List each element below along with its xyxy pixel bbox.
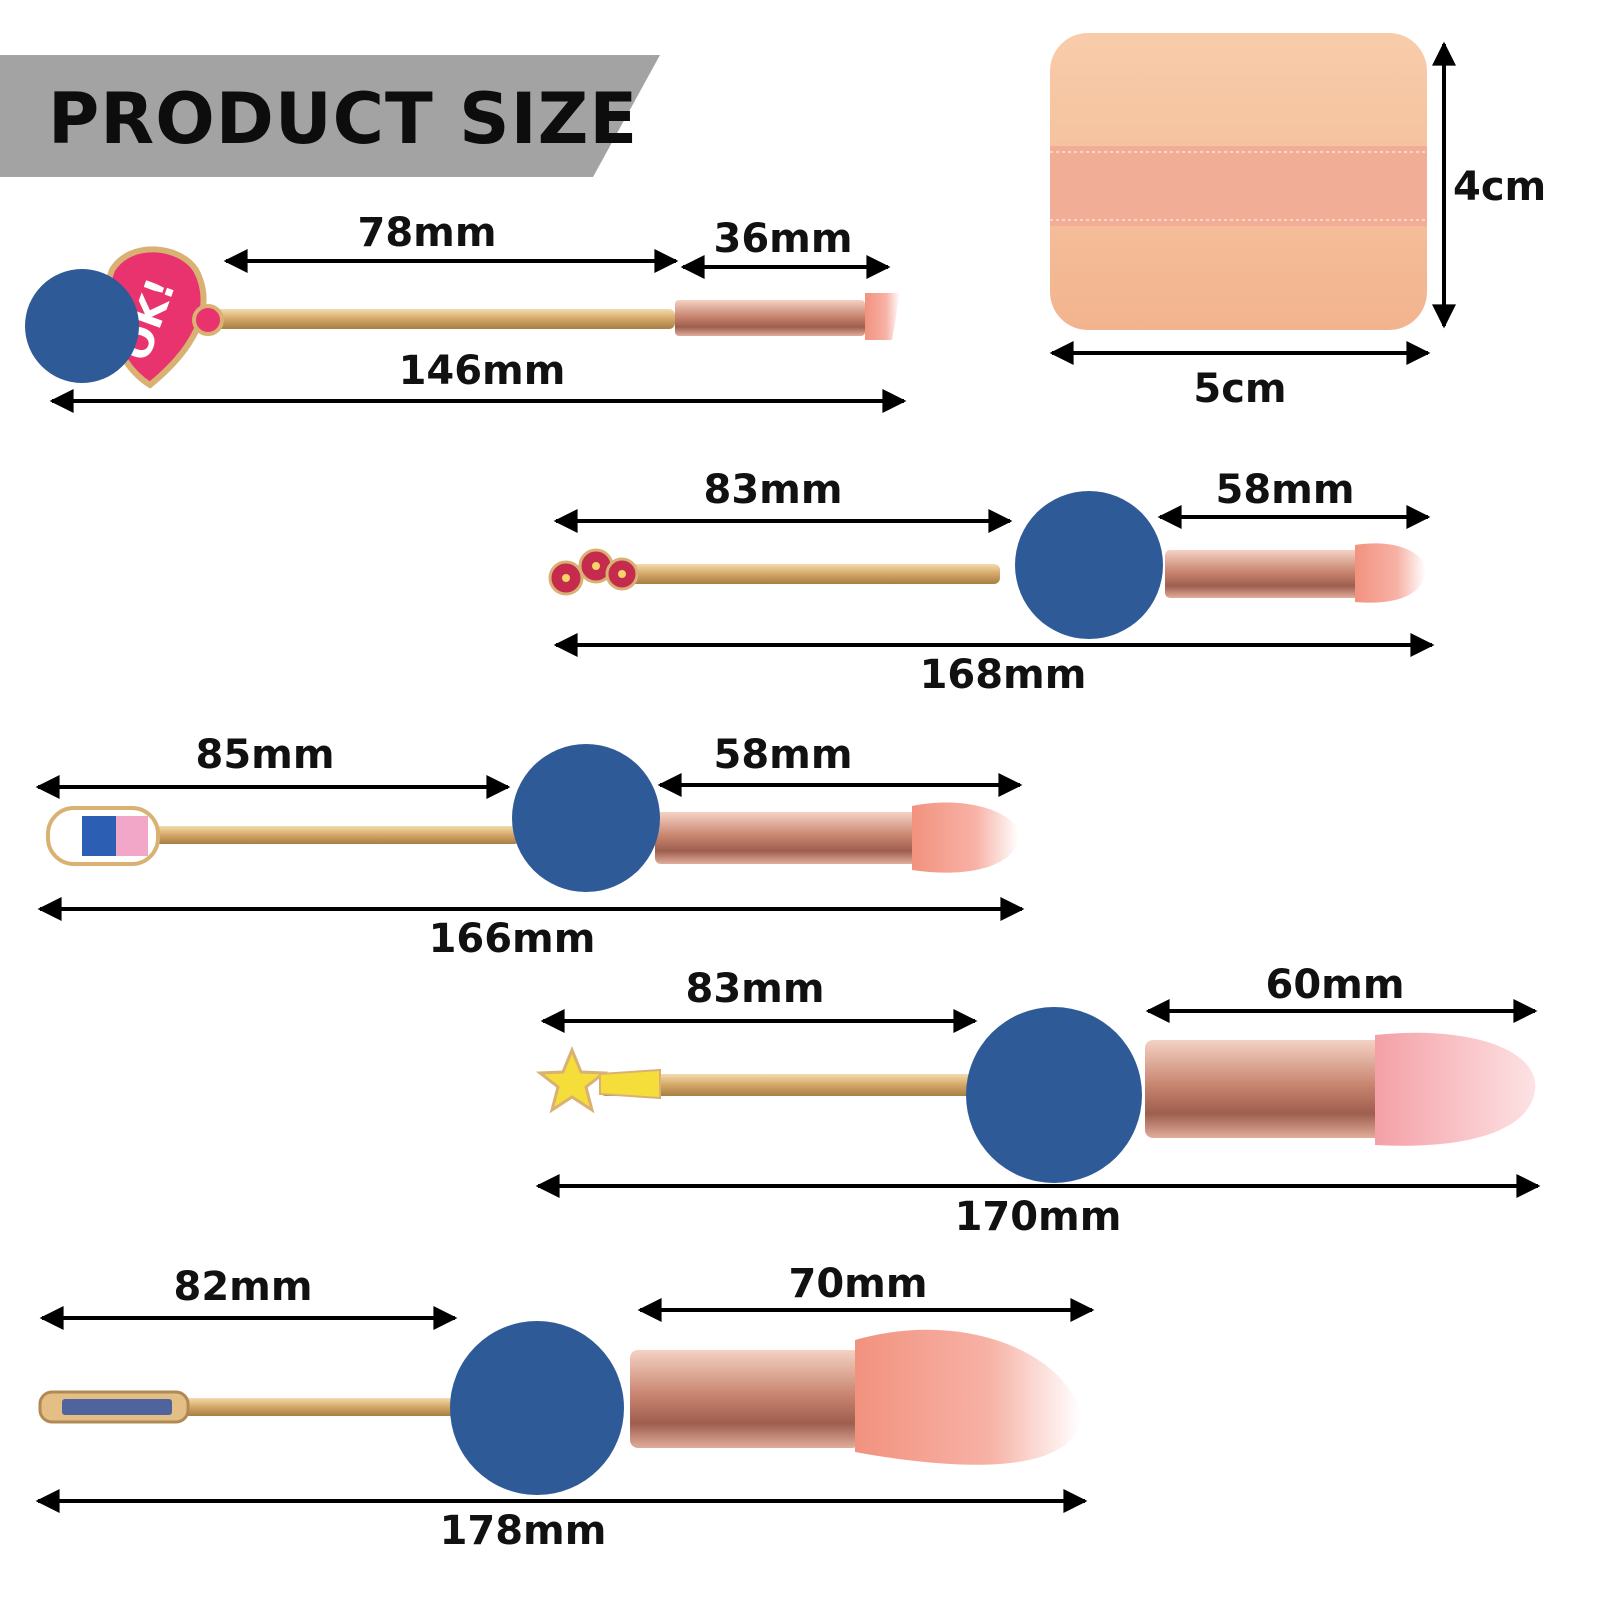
brush-bristles xyxy=(855,1329,1081,1465)
privacy-dot xyxy=(1015,491,1163,639)
brush-bristles xyxy=(1375,1032,1536,1146)
title-banner: PRODUCT SIZE xyxy=(0,55,660,177)
brush-3: 85mm 58mm 166mm xyxy=(35,732,1025,962)
head-length-label: 58mm xyxy=(1215,467,1354,513)
brush-bristles xyxy=(912,802,1019,873)
brush-handle xyxy=(620,564,1000,584)
brush-5: 82mm 70mm 178mm xyxy=(35,1261,1095,1554)
head-length-label: 58mm xyxy=(713,732,852,778)
brush-bristles xyxy=(1355,543,1426,603)
handle-length-label: 82mm xyxy=(173,1264,312,1310)
key-emblem-icon xyxy=(38,1390,190,1424)
head-length-label: 60mm xyxy=(1265,962,1404,1008)
head-length-label: 36mm xyxy=(713,216,852,262)
brush-ferrule xyxy=(630,1350,860,1448)
brush-handle xyxy=(180,1398,465,1416)
privacy-dot xyxy=(512,744,660,892)
brush-bristles xyxy=(865,293,900,340)
total-length-label: 146mm xyxy=(399,348,566,394)
brush-4: 83mm 60mm 170mm xyxy=(535,962,1541,1240)
brush-ferrule xyxy=(1145,1040,1385,1138)
banner-shape xyxy=(0,55,660,177)
handle-length-label: 85mm xyxy=(195,732,334,778)
total-length-label: 170mm xyxy=(955,1194,1122,1240)
total-length-label: 178mm xyxy=(440,1508,607,1554)
privacy-dot xyxy=(450,1321,624,1495)
privacy-dot xyxy=(966,1007,1142,1183)
brush-2: 83mm 58mm 168mm xyxy=(548,467,1435,698)
puff-width-label: 5cm xyxy=(1193,366,1286,412)
powder-puff: 4cm 5cm xyxy=(1049,33,1546,412)
capsule-emblem-icon xyxy=(46,806,160,866)
total-length-label: 168mm xyxy=(920,652,1087,698)
head-length-label: 70mm xyxy=(788,1261,927,1307)
brush-handle xyxy=(600,1074,985,1096)
handle-length-label: 78mm xyxy=(357,210,496,256)
puff-ribbon xyxy=(1050,146,1427,226)
brush-ferrule xyxy=(655,812,917,864)
total-length-label: 166mm xyxy=(429,916,596,962)
star-emblem-icon xyxy=(535,1046,661,1114)
brush-handle xyxy=(205,309,675,329)
puff-height-label: 4cm xyxy=(1453,164,1546,210)
brush-1: 78mm 36mm 146mm OK! xyxy=(25,210,907,413)
brush-ferrule xyxy=(1165,550,1360,598)
handle-length-label: 83mm xyxy=(685,966,824,1012)
handle-length-label: 83mm xyxy=(703,467,842,513)
flower-emblem-icon xyxy=(548,548,639,596)
brush-handle xyxy=(150,826,520,844)
page-title: PRODUCT SIZE xyxy=(48,78,638,160)
privacy-dot xyxy=(25,269,139,383)
brush-ferrule xyxy=(675,300,865,336)
